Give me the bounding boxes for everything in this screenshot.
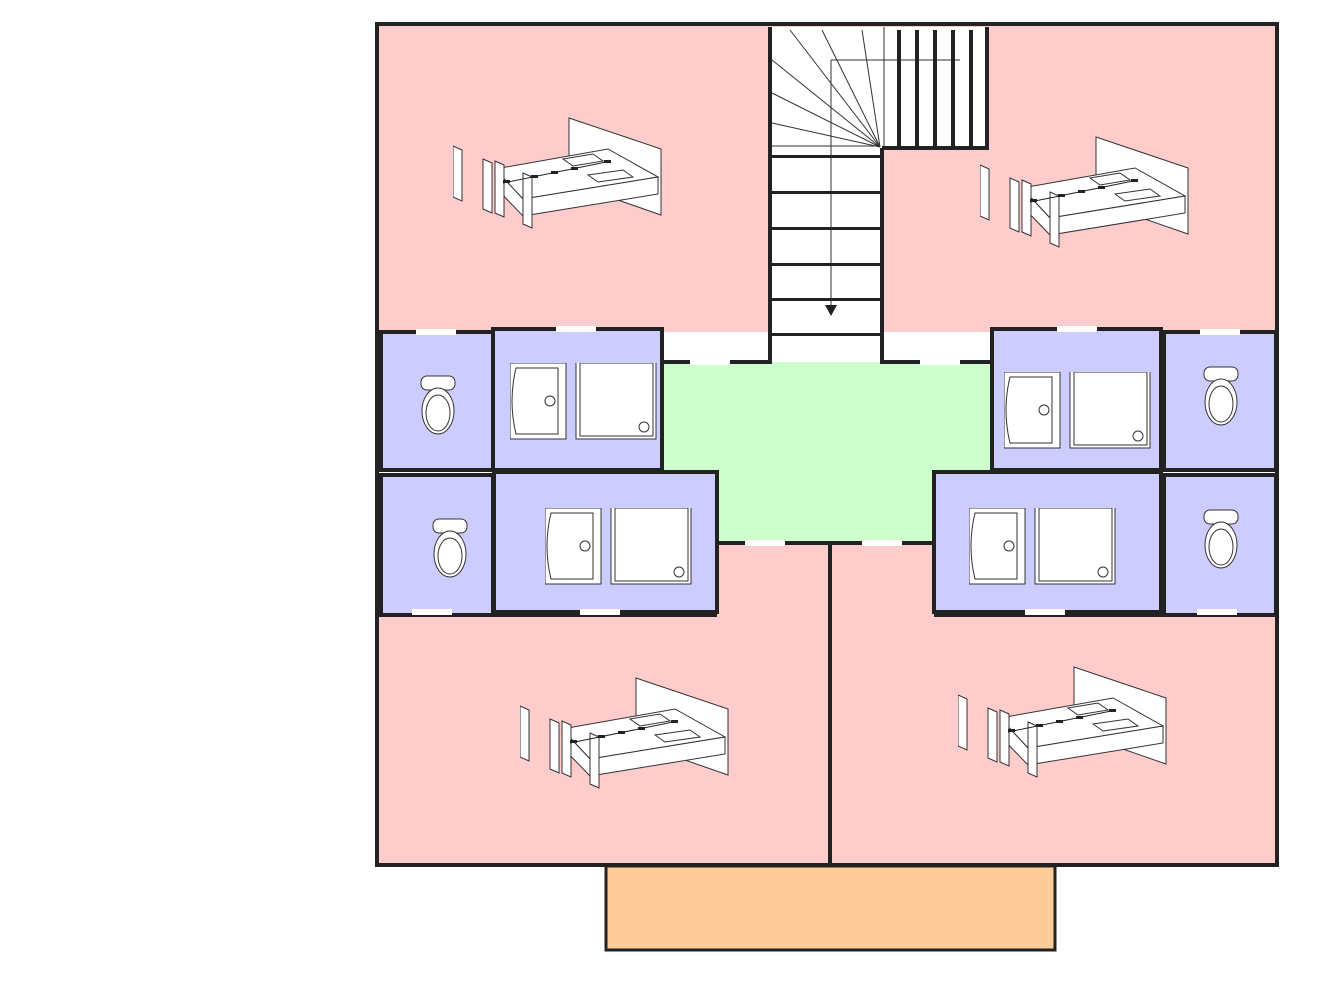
stair-direction-arrow-icon [825, 305, 837, 316]
toilet-icon [1204, 367, 1238, 425]
shower-basin-icon [969, 505, 1115, 584]
doors [412, 326, 1240, 615]
shower-basin-icon [510, 360, 656, 439]
shower-basin-icon [545, 505, 691, 584]
staircase [771, 27, 987, 362]
shower-basin-icon [1004, 369, 1150, 448]
porch [604, 864, 1057, 952]
toilet-icon [433, 519, 467, 577]
toilet-icon [421, 376, 455, 434]
bedroom-bottom-left [377, 543, 830, 865]
bedroom-bottom-right [830, 543, 1277, 865]
toilet-icon [1204, 510, 1238, 568]
hallway [662, 362, 992, 543]
